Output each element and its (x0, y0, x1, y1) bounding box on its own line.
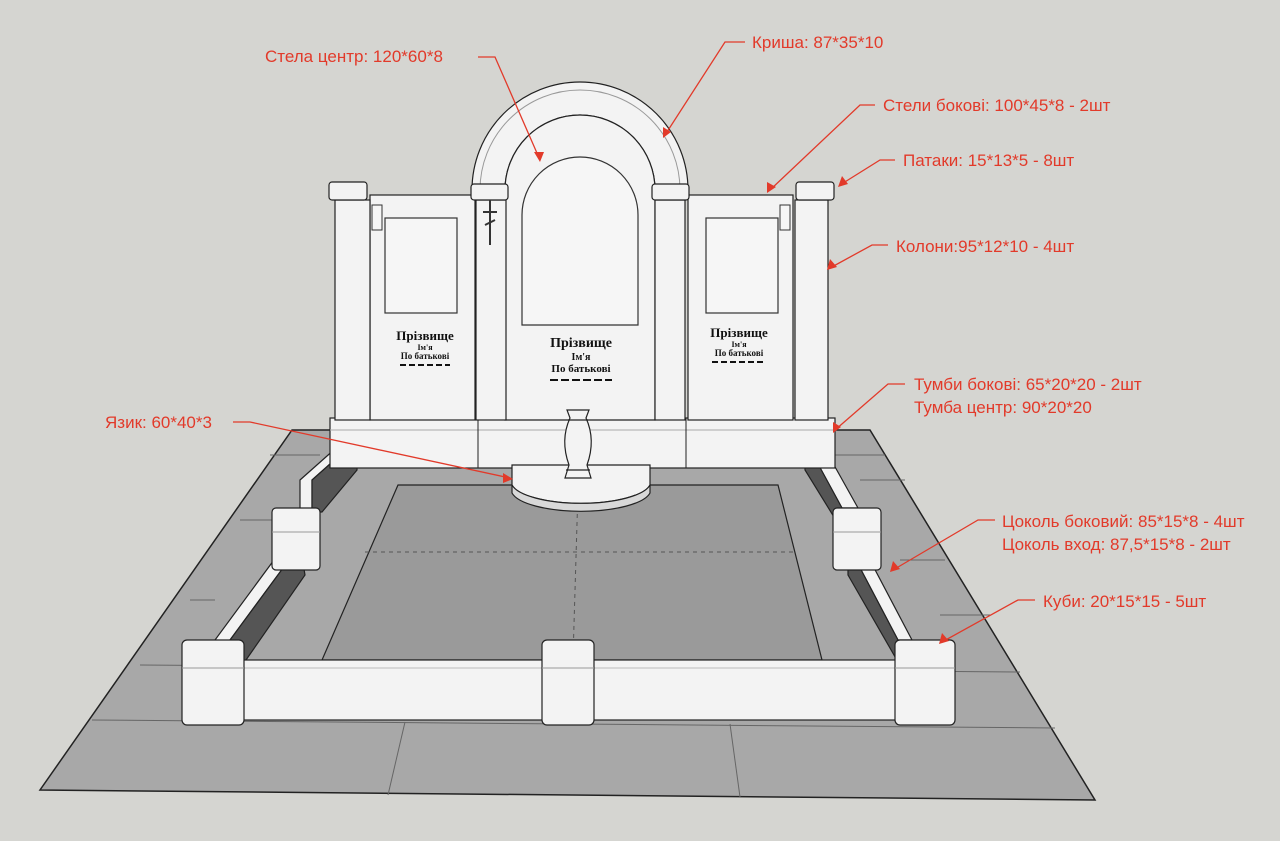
left-patronymic: По батькові (401, 351, 450, 361)
photo-frame-center (521, 156, 639, 326)
label-side-pedestals: Тумби бокові: 65*20*20 - 2шт (914, 375, 1142, 394)
arch-edge (479, 89, 681, 191)
label-stela-center: Стела центр: 120*60*8 (265, 47, 443, 66)
photo-frame-left (384, 217, 458, 314)
label-columns: Колони:95*12*10 - 4шт (896, 237, 1075, 256)
cube-front-left (181, 639, 245, 726)
leader-arrowheads (503, 127, 949, 644)
vase-icon (564, 409, 592, 479)
right-name: Ім'я (731, 340, 747, 349)
candle-niche-right (779, 204, 791, 231)
column-outer-right (794, 181, 835, 421)
column-inner-right (651, 183, 690, 421)
label-center-pedestal: Тумба центр: 90*20*20 (914, 398, 1092, 417)
cube-front-center (541, 639, 595, 726)
column-outer-left (328, 181, 371, 421)
label-tongue: Язик: 60*40*3 (105, 413, 212, 432)
label-side-stelae: Стели бокові: 100*45*8 - 2шт (883, 96, 1111, 115)
label-side-plinth: Цоколь боковий: 85*15*8 - 4шт (1002, 512, 1245, 531)
entry-plinth-left (239, 659, 546, 721)
photo-frame-right (705, 217, 779, 314)
candle-niche-left (371, 204, 383, 231)
right-surname: Прізвище (710, 325, 768, 340)
right-patronymic: По батькові (715, 348, 764, 358)
leader-lines (233, 41, 1035, 643)
label-cubes: Куби: 20*15*15 - 5шт (1043, 592, 1207, 611)
center-name: Ім'я (572, 352, 591, 363)
label-caps: Патаки: 15*13*5 - 8шт (903, 151, 1075, 170)
cube-front-right (894, 639, 956, 726)
center-patronymic: По батькові (551, 363, 610, 375)
center-surname: Прізвище (550, 336, 612, 351)
label-entry-plinth: Цоколь вход: 87,5*15*8 - 2шт (1002, 535, 1231, 554)
entry-plinth-right (591, 659, 903, 721)
cube-back-right (832, 507, 882, 571)
left-name: Ім'я (417, 343, 433, 352)
label-roof: Криша: 87*35*10 (752, 33, 884, 52)
left-surname: Прізвище (396, 328, 454, 343)
cube-back-left (271, 507, 321, 571)
cross-icon (483, 200, 497, 245)
tongue-edge (511, 484, 651, 512)
